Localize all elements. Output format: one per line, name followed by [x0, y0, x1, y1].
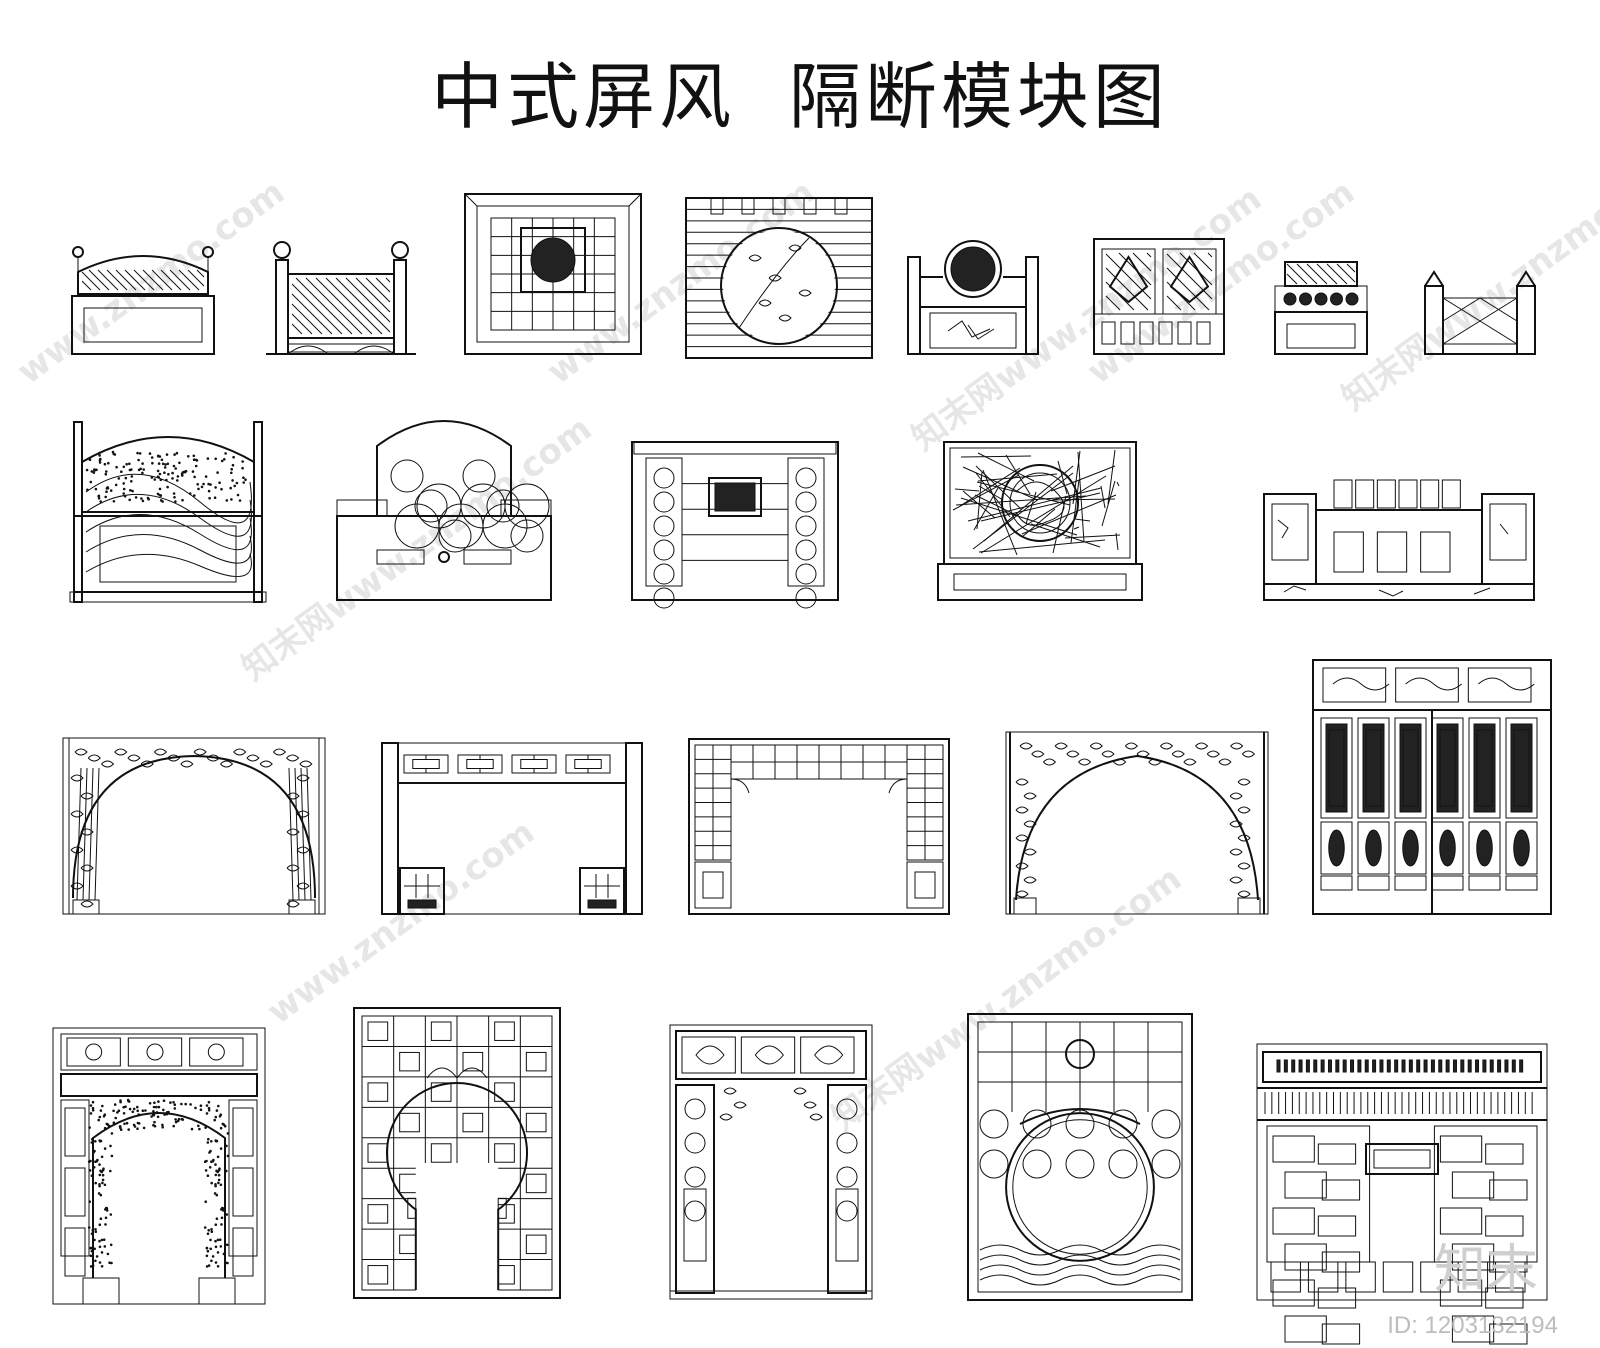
screen-double-lattice [1093, 238, 1225, 355]
screen-cabinet-small [1274, 261, 1368, 355]
screen-cracked-ice [937, 441, 1143, 601]
row-2-screens [69, 420, 1535, 609]
screen-fretwork-rails [381, 742, 643, 915]
screen-lattice-medallion [464, 193, 642, 355]
screen-floral-frame [669, 1024, 873, 1300]
brand-mark: 知末 [1433, 1240, 1538, 1300]
screen-post-cross [1424, 270, 1536, 355]
screen-grand-lattice [1256, 1043, 1548, 1345]
screen-carved-gate [52, 1027, 266, 1305]
screen-long-bench [1263, 479, 1535, 601]
screen-arch-wave [69, 421, 267, 603]
screen-slat-circle [685, 197, 873, 359]
screen-round-top-small [907, 240, 1039, 355]
row-3-partitions [62, 659, 1552, 915]
screen-vine-arch [1005, 731, 1269, 915]
row-1-low-screens [71, 193, 1536, 359]
screen-lattice-gate [688, 738, 950, 915]
screen-moon-gate [353, 1007, 561, 1299]
screen-cloud-moon [967, 1013, 1193, 1301]
page-title: 中式屏风 隔断模块图 [431, 55, 1169, 139]
row-4-moon-gates [52, 1007, 1548, 1345]
screen-bamboo-arch [62, 737, 326, 915]
screen-panel-crest [71, 246, 215, 355]
screen-panel-posts [266, 241, 416, 355]
screen-cloud-plinth [336, 420, 552, 601]
screen-scroll-columns [631, 441, 839, 609]
id-label: ID: 1203132194 [1387, 1312, 1558, 1339]
screen-carved-doors [1312, 659, 1552, 915]
